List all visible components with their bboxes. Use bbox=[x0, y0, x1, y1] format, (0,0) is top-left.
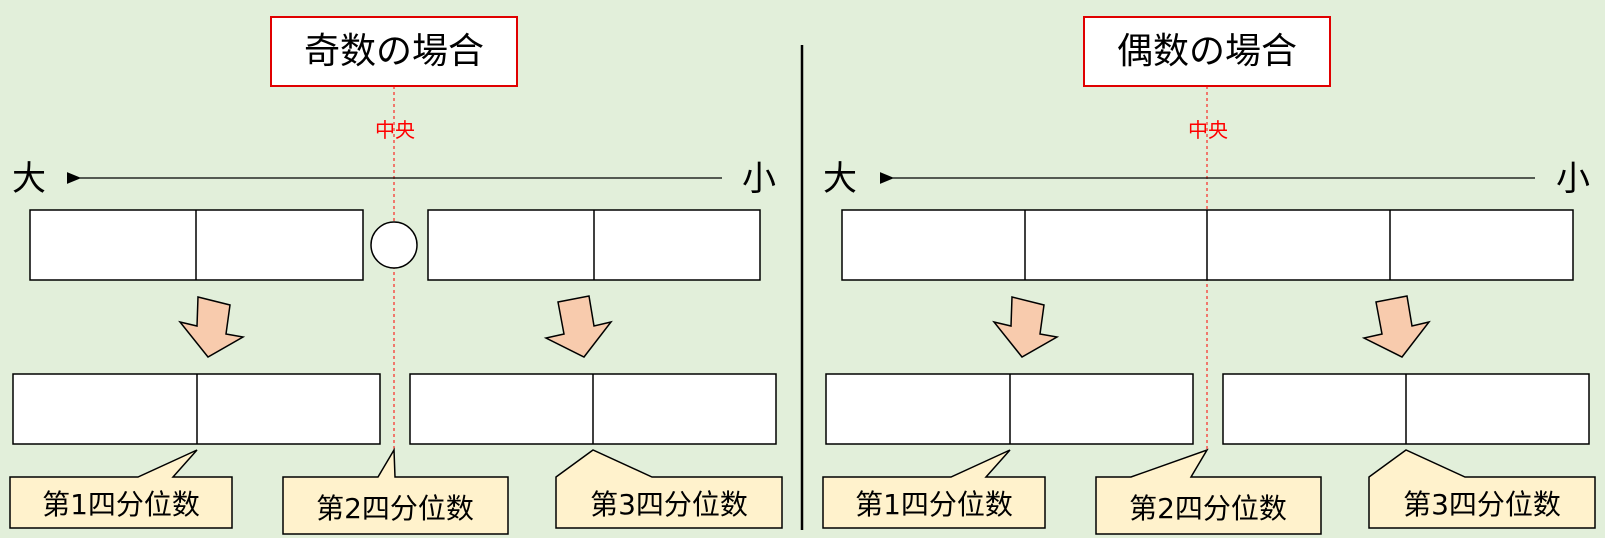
odd-q3-label: 第3四分位数 bbox=[590, 488, 748, 521]
even-large-label: 大 bbox=[823, 159, 857, 199]
odd-large-label: 大 bbox=[12, 159, 46, 199]
even-q1-callout bbox=[822, 449, 1046, 529]
odd-small-label: 小 bbox=[742, 159, 776, 199]
even-q3-callout bbox=[1368, 449, 1596, 529]
odd-panel: 奇数の場合 中央 大 小 第1四分位数 第2四分位数 第3四分位数 bbox=[9, 16, 783, 535]
odd-q2-label: 第2四分位数 bbox=[316, 492, 474, 525]
odd-q3-callout bbox=[555, 449, 783, 529]
even-q3-label: 第3四分位数 bbox=[1403, 488, 1561, 521]
even-q2-callout bbox=[1095, 448, 1322, 535]
odd-center-label: 中央 bbox=[375, 118, 415, 142]
even-q1-label: 第1四分位数 bbox=[855, 488, 1013, 521]
odd-q1-callout bbox=[9, 449, 233, 529]
even-title: 偶数の場合 bbox=[1117, 31, 1297, 72]
even-title-box bbox=[1083, 16, 1331, 87]
odd-q1-label: 第1四分位数 bbox=[42, 488, 200, 521]
even-q2-label: 第2四分位数 bbox=[1129, 492, 1287, 525]
odd-title: 奇数の場合 bbox=[304, 31, 484, 72]
even-small-label: 小 bbox=[1556, 159, 1590, 199]
odd-title-box bbox=[270, 16, 518, 87]
odd-median-circle bbox=[370, 221, 418, 269]
even-panel: 偶数の場合 中央 大 小 第1四分位数 第2四分位数 第3四分位数 bbox=[822, 16, 1596, 535]
odd-down-arrow-right bbox=[543, 295, 613, 358]
even-down-arrow-left bbox=[992, 296, 1060, 358]
even-down-arrow-right bbox=[1361, 295, 1431, 358]
odd-q2-callout bbox=[282, 447, 509, 535]
even-center-label: 中央 bbox=[1188, 118, 1228, 142]
odd-down-arrow-left bbox=[178, 296, 246, 358]
